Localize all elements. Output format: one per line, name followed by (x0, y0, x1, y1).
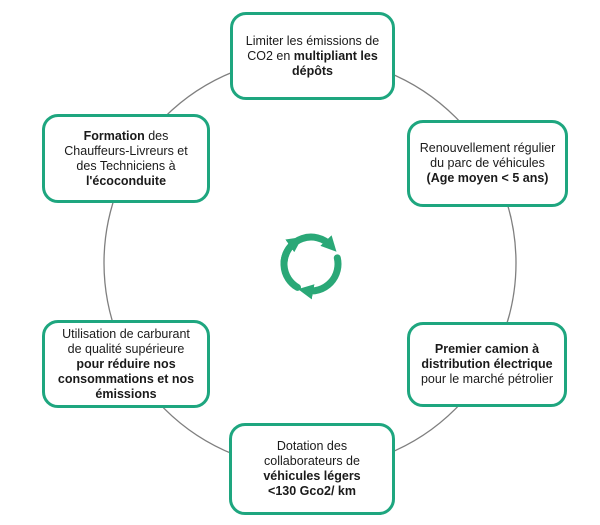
cycle-box-line: Formation des (83, 128, 169, 143)
cycle-box-line: Dotation des (276, 439, 348, 453)
cycle-box-line: des Techniciens à (76, 158, 176, 173)
cycle-box-line: l'écoconduite (85, 173, 167, 188)
cycle-box-line: distribution électrique (421, 357, 553, 371)
cycle-box-line: (Age moyen < 5 ans) (426, 171, 549, 185)
cycle-box-line: de qualité supérieure (67, 341, 185, 356)
cycle-box-line: pour le marché pétrolier (420, 372, 553, 386)
cycle-box-line: consommations et nos (57, 371, 195, 386)
recycle-arrows-icon (280, 233, 342, 300)
cycle-box-line: pour réduire nos (76, 356, 176, 371)
cycle-box-line: du parc de véhicules (430, 156, 545, 170)
cycle-box-line: Utilisation de carburant (62, 326, 190, 341)
cycle-box-line: Limiter les émissions de (245, 33, 380, 48)
cycle-box-line: Chauffeurs-Livreurs et (64, 143, 188, 158)
cycle-box-line: <130 Gco2/ km (268, 484, 356, 498)
cycle-box-line: Premier camion à (434, 342, 540, 356)
cycle-box-line: véhicules légers (263, 469, 361, 483)
cycle-box-line: CO2 en multipliant les (247, 48, 378, 63)
cycle-box-line: dépôts (292, 63, 333, 78)
cycle-box-line: émissions (95, 386, 157, 401)
cycle-box-line: Renouvellement régulier (419, 141, 556, 155)
cycle-box-line: collaborateurs de (264, 454, 360, 468)
